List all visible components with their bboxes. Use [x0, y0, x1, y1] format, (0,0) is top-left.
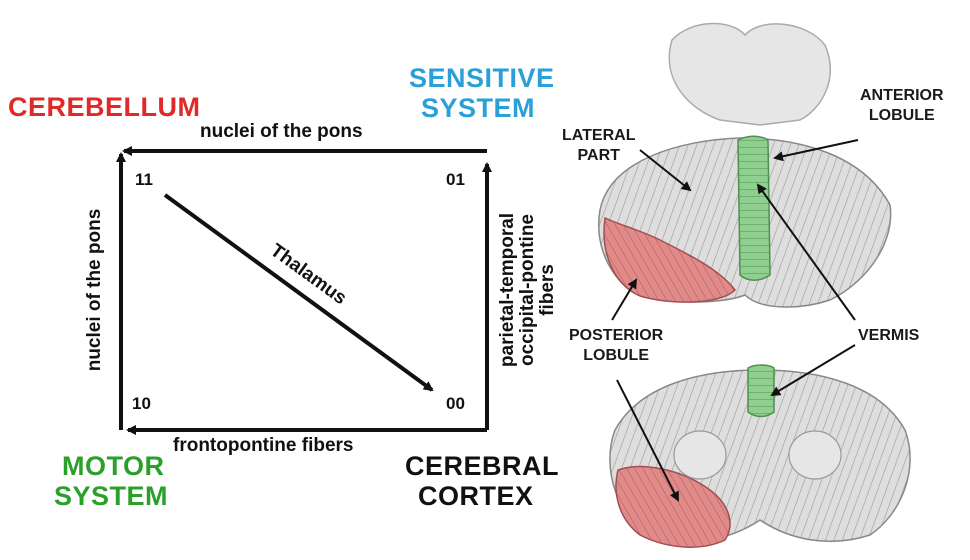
corner-cortex-line2: CORTEX: [418, 482, 534, 511]
arrow-diagonal: [165, 195, 432, 390]
edge-label-right-line1: parietal-temporal: [498, 213, 518, 367]
code-bottom-right: 00: [446, 394, 465, 414]
corner-sensitive-line1: SENSITIVE: [409, 64, 555, 93]
label-anterior-line1: ANTERIOR: [860, 86, 944, 106]
code-top-left: 11: [135, 170, 153, 190]
diagram-square: [121, 151, 487, 430]
corner-motor-line1: MOTOR: [62, 452, 165, 481]
code-top-right: 01: [446, 170, 465, 190]
edge-label-top: nuclei of the pons: [200, 121, 363, 143]
label-anterior-lobule: ANTERIOR LOBULE: [860, 86, 944, 126]
label-posterior-line2: LOBULE: [569, 346, 663, 366]
code-bottom-left: 10: [132, 394, 151, 414]
edge-label-right-line2: occipital-pontine: [518, 213, 538, 367]
edge-label-right-line3: fibers: [538, 213, 558, 367]
label-posterior-lobule: POSTERIOR LOBULE: [569, 326, 663, 366]
corner-cortex-line1: CEREBRAL: [405, 452, 559, 481]
corner-cerebellum: CEREBELLUM: [8, 93, 201, 122]
label-vermis: VERMIS: [858, 326, 919, 346]
edge-label-left: nuclei of the pons: [84, 209, 106, 372]
corner-motor-line2: SYSTEM: [54, 482, 168, 511]
label-lateral-part: LATERAL PART: [562, 126, 635, 166]
edge-label-bottom: frontopontine fibers: [173, 435, 353, 457]
label-posterior-line1: POSTERIOR: [569, 326, 663, 346]
label-lateral-line2: PART: [562, 146, 635, 166]
label-lateral-line1: LATERAL: [562, 126, 635, 146]
label-anterior-line2: LOBULE: [860, 106, 944, 126]
corner-sensitive-line2: SYSTEM: [421, 94, 535, 123]
edge-label-right: parietal-temporal occipital-pontine fibe…: [498, 213, 558, 367]
cerebellum-dorsal-view: [599, 24, 891, 307]
